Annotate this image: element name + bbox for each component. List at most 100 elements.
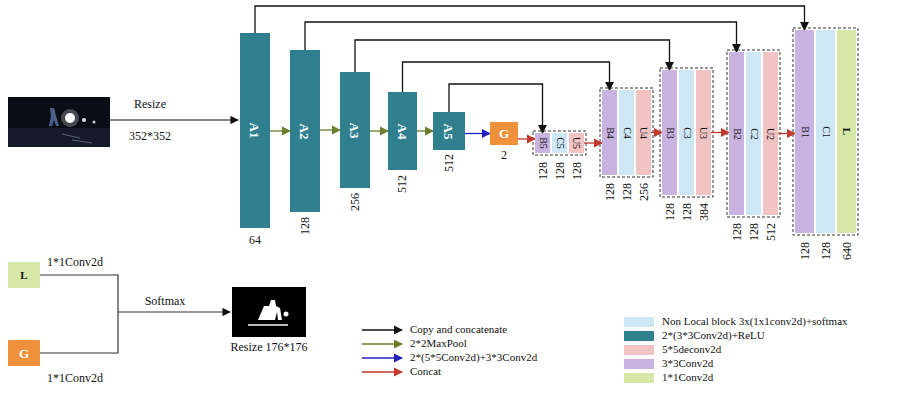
flow-arrow xyxy=(465,133,490,134)
channel-count: 128 xyxy=(681,203,693,221)
fusion-wires xyxy=(40,275,230,353)
input-photo xyxy=(8,97,110,147)
channel-count: 512 xyxy=(396,175,408,193)
block-label: U3 xyxy=(698,126,708,138)
legend-text: 3*3Conv2d xyxy=(662,358,713,369)
block-label: C2 xyxy=(748,128,758,140)
deconv-strip: U5 xyxy=(569,133,584,153)
block-label: A1 xyxy=(248,123,261,139)
channel-count: 2 xyxy=(501,149,507,161)
skip-connection xyxy=(255,6,805,33)
conv-strip: B3 xyxy=(662,70,677,195)
flow-arrow xyxy=(370,130,388,131)
channel-count: 352*352 xyxy=(129,130,171,142)
conv1x1-strip: L xyxy=(837,30,856,233)
legend-text: 2*2MaxPool xyxy=(410,338,467,349)
encoder-block: A5 xyxy=(433,112,465,150)
flow-arrow xyxy=(518,138,535,139)
flow-arrow xyxy=(320,129,340,130)
conv1x1-strip: L xyxy=(8,262,40,288)
block-label: U5 xyxy=(571,137,581,149)
deconv-strip: U4 xyxy=(636,90,651,175)
block-label: C3 xyxy=(681,127,691,139)
annotation: 1*1Conv2d xyxy=(47,372,103,384)
block-label: B2 xyxy=(731,128,741,140)
channel-count: 128 xyxy=(748,223,760,241)
legend-text: 1*1Conv2d xyxy=(662,372,713,383)
flow-arrow xyxy=(711,132,729,133)
skip-connection xyxy=(403,62,610,92)
channel-count: 512 xyxy=(443,154,455,172)
skip-connection xyxy=(305,22,737,52)
conv-strip: B2 xyxy=(729,52,744,215)
channel-count: 256 xyxy=(638,183,650,201)
global-block: G xyxy=(8,340,40,366)
deconv-strip: U2 xyxy=(763,52,778,215)
flow-arrow xyxy=(651,132,662,133)
block-label: C4 xyxy=(621,127,631,139)
legend-swatch xyxy=(624,317,654,327)
deconv-strip: U3 xyxy=(696,70,711,195)
block-label: L xyxy=(841,128,852,135)
legend-swatch xyxy=(624,331,654,341)
block-label: C1 xyxy=(820,126,830,138)
legend-line-sample xyxy=(362,330,402,372)
channel-count: 128 xyxy=(664,203,676,221)
legend-text: Copy and concatenate xyxy=(410,324,507,335)
legend-swatch xyxy=(624,345,654,355)
channel-count: 512 xyxy=(765,223,777,241)
conv-strip: B1 xyxy=(795,30,814,233)
nonlocal-strip: C1 xyxy=(816,30,835,233)
encoder-block: A1 xyxy=(240,33,270,228)
encoder-block: A4 xyxy=(388,92,417,170)
annotation: Resize 176*176 xyxy=(231,341,308,353)
legend-text: 2*(5*5Conv2d)+3*3Conv2d xyxy=(410,352,537,363)
channel-count: 384 xyxy=(698,203,710,221)
flow-arrow xyxy=(584,142,602,143)
channel-count: 128 xyxy=(621,183,633,201)
block-label: B5 xyxy=(537,137,547,149)
nonlocal-strip: C4 xyxy=(619,90,634,175)
block-label: A5 xyxy=(442,123,455,139)
legend-swatch xyxy=(624,373,654,383)
output-mask xyxy=(232,287,306,337)
flow-arrow xyxy=(270,130,290,131)
conv-strip: B4 xyxy=(602,90,617,175)
nonlocal-strip: C2 xyxy=(746,52,761,215)
encoder-block: A2 xyxy=(290,50,320,212)
annotation: Softmax xyxy=(145,295,186,307)
block-label: B3 xyxy=(664,127,674,139)
flow-arrow xyxy=(778,133,795,134)
channel-count: 640 xyxy=(841,242,853,260)
block-label: B4 xyxy=(604,127,614,139)
nonlocal-strip: C5 xyxy=(552,133,567,153)
conv-strip: B5 xyxy=(535,133,550,153)
channel-count: 128 xyxy=(604,183,616,201)
block-label: B1 xyxy=(799,126,809,138)
channel-count: 128 xyxy=(799,242,811,260)
block-label: A4 xyxy=(396,123,409,139)
block-label: U2 xyxy=(765,127,775,139)
channel-count: 128 xyxy=(537,162,549,180)
block-label: A2 xyxy=(298,123,311,139)
legend-text: Concat xyxy=(410,366,441,377)
flow-arrow xyxy=(417,130,433,131)
channel-count: 128 xyxy=(571,162,583,180)
channel-count: Resize xyxy=(134,98,166,110)
block-label: G xyxy=(499,127,509,140)
channel-count: 64 xyxy=(249,234,261,246)
legend-swatch xyxy=(624,359,654,369)
nonlocal-strip: C3 xyxy=(679,70,694,195)
legend-text: 5*5deconv2d xyxy=(662,344,721,355)
legend-text: Non Local block 3x(1x1conv2d)+softmax xyxy=(662,316,848,327)
input-arrow xyxy=(110,119,238,120)
annotation: 1*1Conv2d xyxy=(47,256,103,268)
group-outline xyxy=(533,28,858,235)
channel-count: 256 xyxy=(349,193,361,211)
legend-text: 2*(3*3Conv2d)+ReLU xyxy=(662,330,765,341)
block-label: A3 xyxy=(348,122,361,138)
channel-count: 128 xyxy=(820,242,832,260)
encoder-block: A3 xyxy=(340,72,370,188)
channel-count: 128 xyxy=(731,223,743,241)
global-block: G xyxy=(490,122,518,145)
